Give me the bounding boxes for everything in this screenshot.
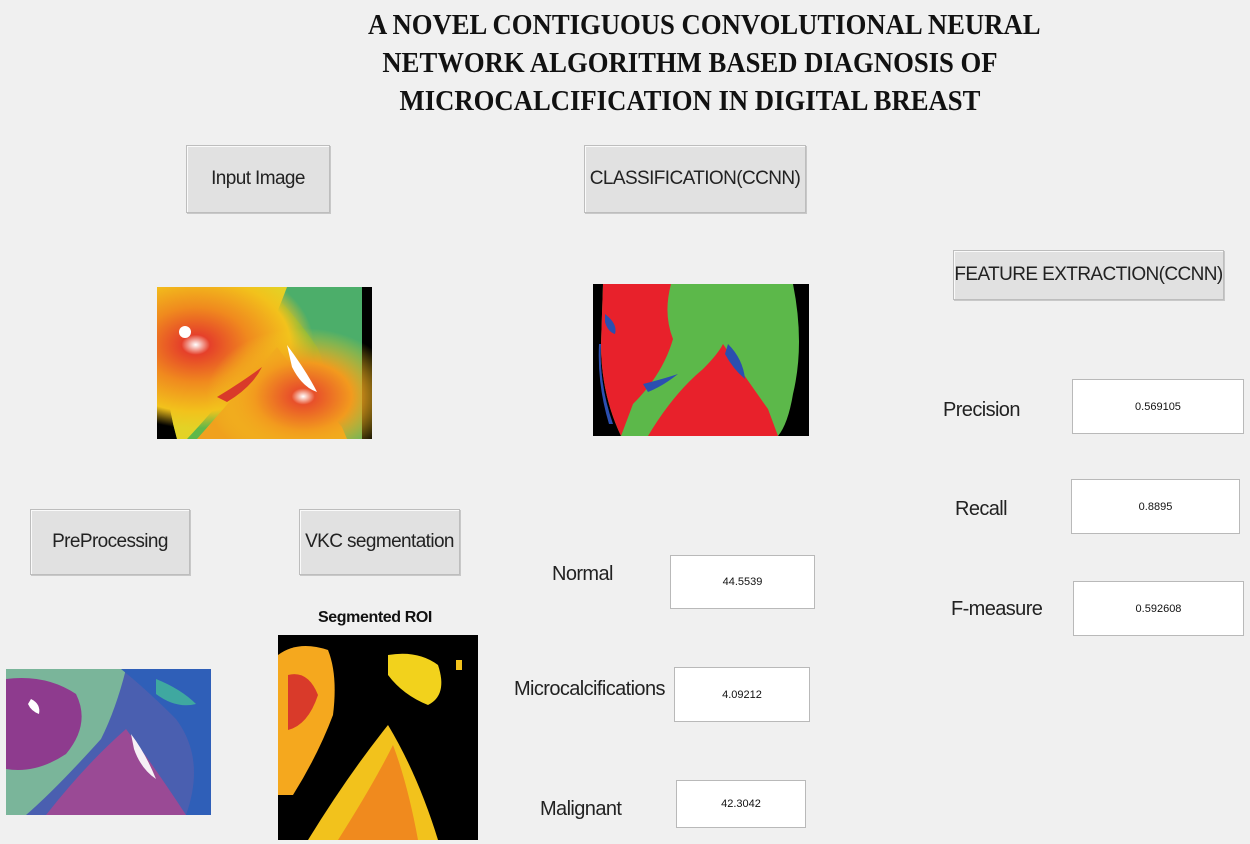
normal-value-field[interactable]: 44.5539	[670, 555, 815, 609]
microcalcifications-value-field[interactable]: 4.09212	[674, 667, 810, 722]
microcalcifications-label: Microcalcifications	[514, 678, 665, 700]
classification-button[interactable]: CLASSIFICATION(CCNN)	[584, 145, 806, 213]
recall-label: Recall	[955, 498, 1008, 520]
fmeasure-value-field[interactable]: 0.592608	[1073, 581, 1244, 636]
normal-label: Normal	[552, 563, 613, 585]
segmented-roi-title: Segmented ROI	[318, 609, 432, 626]
malignant-label: Malignant	[540, 798, 622, 820]
preprocessed-image	[6, 669, 211, 815]
classification-result-image	[593, 284, 809, 436]
fmeasure-label: F-measure	[951, 598, 1043, 620]
precision-value-field[interactable]: 0.569105	[1072, 379, 1244, 434]
malignant-value-field[interactable]: 42.3042	[676, 780, 806, 828]
precision-label: Precision	[943, 399, 1020, 421]
title-line-2: NETWORK ALGORITHM BASED DIAGNOSIS OF	[382, 47, 998, 79]
feature-extraction-button[interactable]: FEATURE EXTRACTION(CCNN)	[953, 250, 1224, 300]
input-image-button[interactable]: Input Image	[186, 145, 330, 213]
input-thermal-image	[157, 287, 372, 439]
title-line-3: MICROCALCIFICATION IN DIGITAL BREAST	[399, 85, 981, 117]
app-title: A NOVEL CONTIGUOUS CONVOLUTIONAL NEURAL …	[368, 6, 1041, 120]
recall-value-field[interactable]: 0.8895	[1071, 479, 1240, 534]
preprocessing-button[interactable]: PreProcessing	[30, 509, 190, 575]
vkc-segmentation-button[interactable]: VKC segmentation	[299, 509, 460, 575]
segmented-roi-image	[278, 635, 478, 840]
title-line-1: A NOVEL CONTIGUOUS CONVOLUTIONAL NEURAL	[368, 9, 1041, 41]
